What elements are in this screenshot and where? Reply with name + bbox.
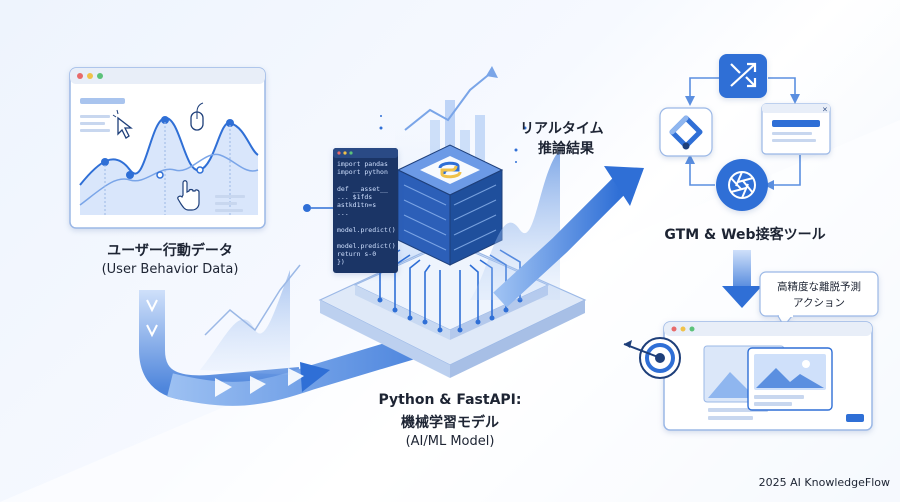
code-line: def __asset__ <box>337 184 388 193</box>
code-line: return s-0 <box>337 250 377 259</box>
code-editor-window <box>333 148 398 273</box>
code-line: model.predict() <box>337 225 396 234</box>
aperture-icon-tile <box>716 159 768 211</box>
flow-arrow-to-tools <box>493 166 644 308</box>
label-user-data-jp: ユーザー行動データ <box>107 243 233 259</box>
connector-node <box>303 204 311 212</box>
gtm-icon-tile <box>659 107 713 157</box>
label-model-title: Python & FastAPI: <box>378 392 522 408</box>
hand-pointer-icon <box>177 180 200 211</box>
label-realtime-1: リアルタイム <box>520 121 604 137</box>
footer-credit: 2025 AI KnowledgeFlow <box>758 476 890 489</box>
code-line: import python <box>337 168 388 177</box>
label-tools: GTM & Web接客ツール <box>664 227 826 243</box>
code-line: ... $1fds <box>337 192 373 201</box>
decor-line-left <box>204 264 301 336</box>
trend-line-top <box>404 71 493 131</box>
user-data-window <box>69 67 266 229</box>
tools-cycle <box>685 77 801 190</box>
result-browser-window <box>663 321 873 431</box>
aperture-icon <box>728 171 756 199</box>
code-line: model.predict() <box>337 242 396 250</box>
target-icon <box>623 337 681 379</box>
cursor-icon <box>112 109 133 139</box>
code-line: import pandas <box>337 160 388 168</box>
shuffle-icon-tile <box>719 54 767 98</box>
shuffle-icon <box>730 62 757 88</box>
mouse-icon <box>190 102 204 131</box>
bubble-text-line2: アクション <box>793 297 845 309</box>
flow-ribbon-main <box>167 284 526 406</box>
code-line: astkd1tn=s <box>337 201 377 209</box>
google-tag-manager-icon <box>669 115 703 150</box>
web-popup-tile: × <box>761 103 831 155</box>
server-cube <box>396 144 504 266</box>
label-model-en: (AI/ML Model) <box>405 434 495 449</box>
action-speech-bubble <box>759 271 879 328</box>
close-icon: × <box>822 106 828 114</box>
window-dot-yellow <box>87 73 93 79</box>
label-user-data-en: (User Behavior Data) <box>101 262 239 277</box>
window-dot-red <box>77 73 83 79</box>
code-line: }) <box>337 258 345 267</box>
label-model-jp: 機械学習モデル <box>401 415 499 431</box>
flow-arrow-down-right <box>722 250 762 308</box>
code-line: ... <box>337 209 349 218</box>
python-logo-icon <box>420 156 480 184</box>
bubble-text-line1: 高精度な離脱予測 <box>777 281 861 293</box>
decor-dots <box>379 115 527 163</box>
label-realtime-2: 推論結果 <box>538 141 594 157</box>
window-dot-green <box>97 73 103 79</box>
